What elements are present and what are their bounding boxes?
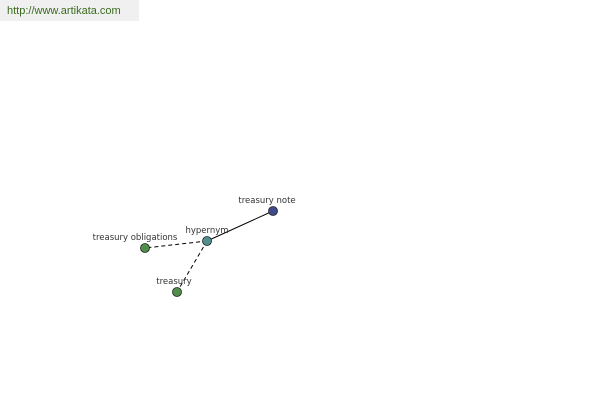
node-marker-treasury[interactable] (172, 287, 182, 297)
node-marker-treasury-note[interactable] (268, 206, 278, 216)
source-link[interactable]: http://www.artikata.com (0, 0, 139, 21)
node-hypernym[interactable]: hypernym (185, 226, 229, 246)
edge-hypernym-to-treasury-note (206, 210, 274, 242)
edge-hypernym-to-treasury (176, 240, 208, 293)
node-layer: treasury note hypernym treasury obligation… (93, 196, 296, 297)
node-marker-treasury-obligations[interactable] (140, 243, 150, 253)
node-treasury-note[interactable]: treasury note (238, 196, 296, 216)
node-label-treasury-obligations: treasury obligations (93, 233, 178, 243)
node-label-hypernym: hypernym (185, 226, 228, 236)
edge-hypernym-to-treasury-obligations (144, 240, 208, 249)
node-label-treasury: treasury (156, 277, 191, 287)
node-treasury[interactable]: treasury (156, 277, 192, 297)
node-label-treasury-note: treasury note (238, 196, 295, 206)
edge-layer (144, 210, 274, 293)
node-marker-hypernym[interactable] (202, 236, 212, 246)
node-treasury-obligations[interactable]: treasury obligations (93, 233, 178, 253)
